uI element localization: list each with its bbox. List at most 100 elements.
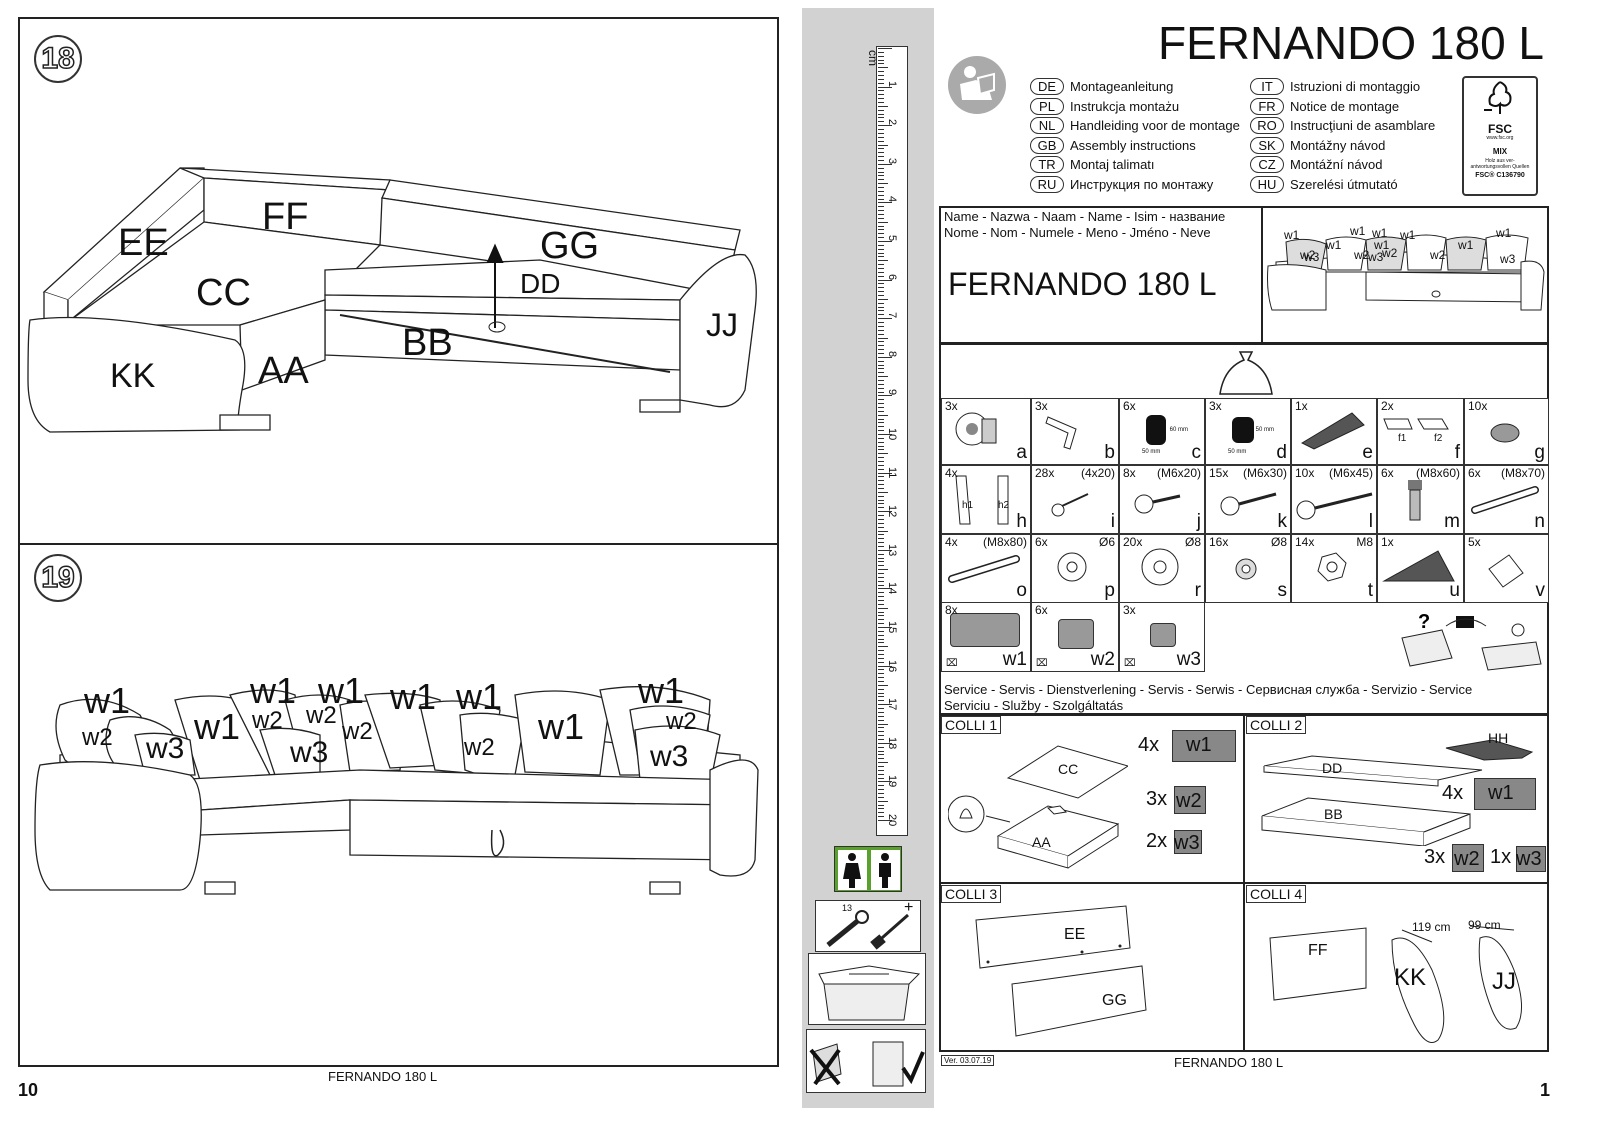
ruler-tick (878, 109, 884, 111)
colli-4-title: COLLI 4 (1246, 885, 1307, 903)
part-dimension: 50 mm (1142, 449, 1161, 455)
cushion-w1-swatch (1172, 730, 1236, 762)
ruler-tick (878, 596, 884, 598)
ruler-tick (878, 599, 884, 601)
part-dimension: 50 mm (1255, 427, 1274, 433)
ruler-tick (878, 534, 884, 536)
part-label-cc: CC (196, 272, 251, 314)
ruler-tick (878, 545, 884, 547)
ruler-tick (878, 495, 884, 497)
ruler-tick (878, 322, 884, 324)
ruler-number: 7 (886, 312, 898, 319)
language-text: Istruzioni di montaggio (1290, 79, 1421, 94)
cushion-quantity: 8x (945, 603, 958, 617)
cushion-label: w2 (252, 707, 283, 734)
ruler-tick (878, 746, 884, 748)
part-l-icon (1296, 492, 1373, 520)
part-quantity: 15x (1209, 466, 1229, 480)
cushion-w1-swatch (1474, 778, 1536, 810)
ruler-tick (878, 121, 884, 123)
ruler-tick (878, 202, 892, 204)
service-line2: Serviciu - Služby - Szolgáltatás (944, 698, 1124, 713)
ruler-tick (878, 708, 884, 710)
colli-1-part-cc: CC (1058, 761, 1079, 777)
ruler-tick (878, 387, 884, 389)
ruler-tick (878, 511, 892, 513)
ruler-tick (878, 750, 884, 752)
read-manual-icon (948, 56, 1006, 114)
colli-2-qty-w1: 4x (1442, 782, 1464, 804)
page-number: 10 (18, 1080, 39, 1100)
ruler-tick (878, 167, 884, 169)
ruler-tick (878, 275, 884, 277)
cushion-label: w2 (82, 724, 113, 751)
ruler-tick (878, 484, 884, 486)
ruler-tick (878, 418, 884, 420)
fsc-name: FSC (1488, 122, 1512, 136)
thumbnail-cushion-label: w1 (1284, 228, 1300, 242)
thumbnail-cushion-label: w1 (1458, 238, 1474, 252)
colli-2-cushion-w1: w1 (1488, 782, 1514, 804)
part-label-ff: FF (262, 196, 309, 238)
ruler-tick (878, 225, 884, 227)
ruler-tick (878, 244, 884, 246)
thumbnail-cushion-label: w2 (1382, 246, 1398, 260)
ruler-tick (878, 314, 884, 316)
language-code: CZ (1250, 156, 1284, 173)
ruler-tick (878, 461, 884, 463)
ruler-tick (878, 430, 884, 432)
language-text: Szerelési útmutató (1290, 176, 1398, 192)
ruler-tick (878, 491, 888, 493)
ruler-tick (878, 650, 884, 652)
colli-1-illustration (948, 745, 1128, 869)
ruler-tick (878, 248, 884, 250)
part-size: (M6x30) (1242, 466, 1287, 480)
ruler-number: 3 (886, 157, 898, 164)
part-cell-k: 15x (M6x30) k (1205, 465, 1291, 534)
part-quantity: 8x (1123, 466, 1136, 480)
ruler-number: 13 (886, 543, 898, 557)
thumbnail-cushion-label: w3 (1304, 250, 1320, 264)
thumbnail-cushion-label: w1 (1372, 226, 1388, 240)
ruler-tick (878, 449, 884, 451)
part-b-icon (1045, 416, 1077, 450)
part-letter: k (1277, 511, 1288, 532)
ruler-tick (878, 572, 884, 574)
language-code: TR (1030, 156, 1064, 173)
bag-icon (1219, 351, 1273, 395)
thumbnail-cushion-label: w3 (1368, 250, 1384, 264)
thumbnail-cushion-label: w1 (1350, 224, 1366, 238)
ruler-tick (878, 665, 892, 667)
ruler-tick (878, 102, 884, 104)
ruler-tick (878, 468, 884, 470)
ruler-tick (878, 630, 884, 632)
colli-2-part-bb: BB (1324, 806, 1343, 822)
ruler-tick (878, 63, 884, 65)
ruler-tick (878, 360, 884, 362)
ruler-number: 16 (886, 659, 898, 672)
colli-3-part-ee: EE (1064, 926, 1086, 943)
language-text: Notice de montage (1290, 98, 1400, 114)
footer-title: FERNANDO 180 L (328, 1069, 438, 1084)
part-u-icon (1382, 550, 1455, 582)
part-cell-m: 6x(M8x60)m (1377, 465, 1464, 534)
ruler-tick (878, 132, 884, 134)
language-text: Assembly instructions (1070, 137, 1196, 153)
language-text: Montážní návod (1290, 157, 1383, 172)
part-k-icon (1220, 492, 1277, 516)
ruler-tick (878, 735, 884, 737)
ruler-tick (878, 148, 884, 150)
part-f-icon (1383, 418, 1449, 430)
colli-1-cushion-w3: w3 (1174, 832, 1200, 854)
ruler-tick (878, 820, 892, 821)
ruler-tick (878, 457, 884, 459)
colli-1-qty-w3: 2x (1146, 830, 1168, 852)
ruler-number: 15 (886, 621, 898, 634)
